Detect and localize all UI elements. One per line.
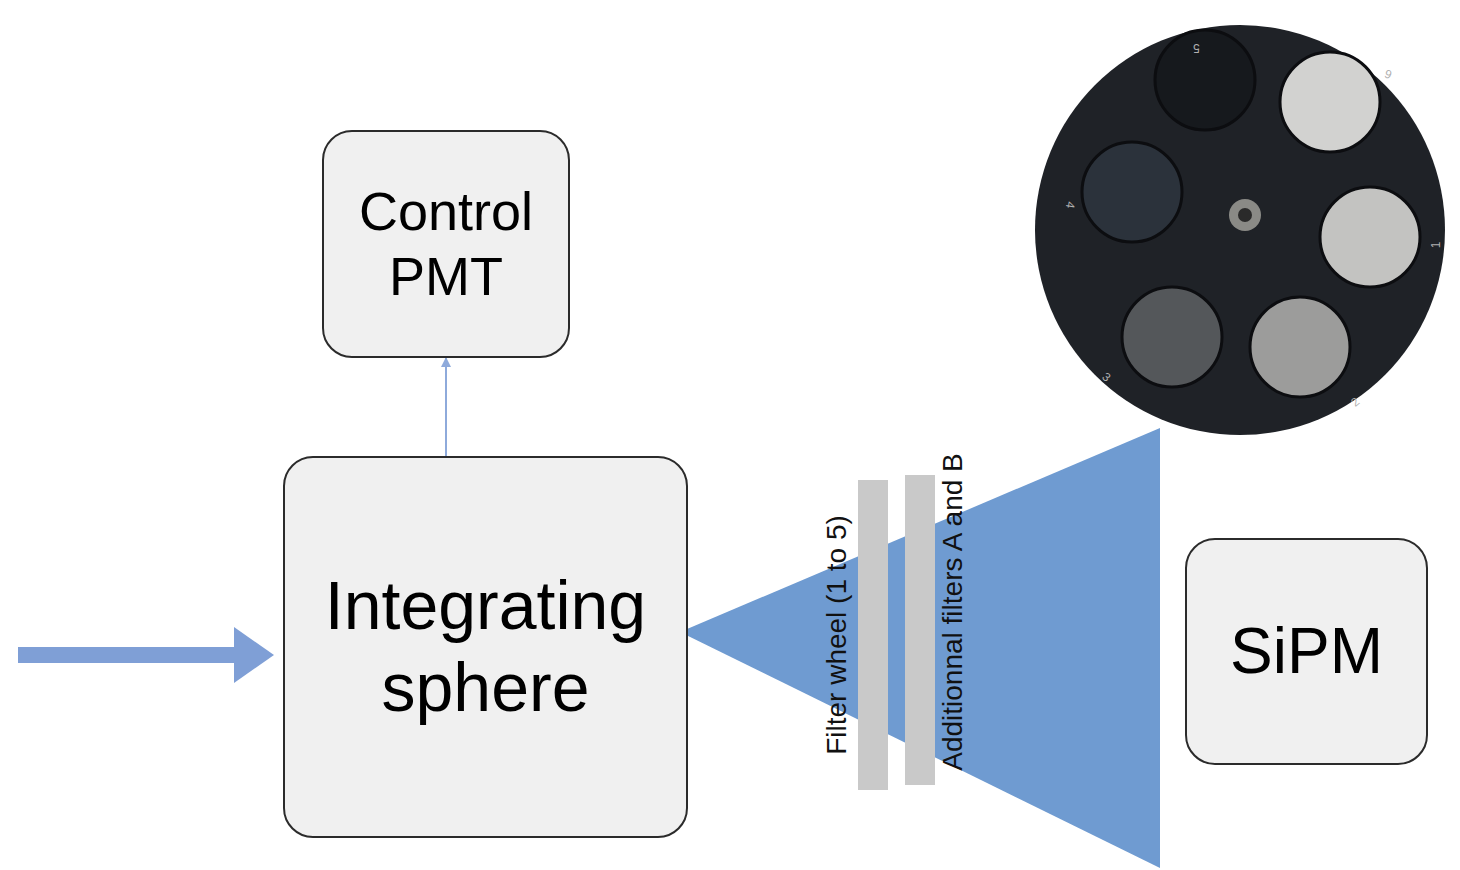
filter <box>1320 187 1420 287</box>
light-cone <box>680 428 1160 868</box>
node-label: Control PMT <box>324 179 568 309</box>
filter <box>1280 52 1380 152</box>
additional-filter-bar <box>905 475 935 785</box>
wheel-hub-hole <box>1238 208 1252 222</box>
filter-label: Filter wheel (1 to 5) <box>821 515 853 755</box>
node-label: SiPM <box>1216 613 1397 690</box>
filter <box>1122 287 1222 387</box>
callout-number: 6 <box>1382 66 1393 81</box>
signal-arrow <box>445 358 447 456</box>
filter-label: Additionnal filters A and B <box>937 453 969 771</box>
process-box: Integrating sphere <box>283 456 688 838</box>
filter-wheel-photo <box>1035 25 1445 435</box>
input-arrow-head <box>234 627 274 683</box>
node-label: Integrating sphere <box>285 565 686 728</box>
filter <box>1250 297 1350 397</box>
filter <box>1082 142 1182 242</box>
callout-number: 1 <box>1429 242 1443 249</box>
input-arrow-shaft <box>18 647 240 663</box>
detector-box: Control PMT <box>322 130 570 358</box>
wheel-hub <box>1229 199 1261 231</box>
filter <box>1155 30 1255 130</box>
filter-wheel-bar <box>858 480 888 790</box>
detector-box: SiPM <box>1185 538 1428 765</box>
callout-number: 5 <box>1193 41 1200 55</box>
